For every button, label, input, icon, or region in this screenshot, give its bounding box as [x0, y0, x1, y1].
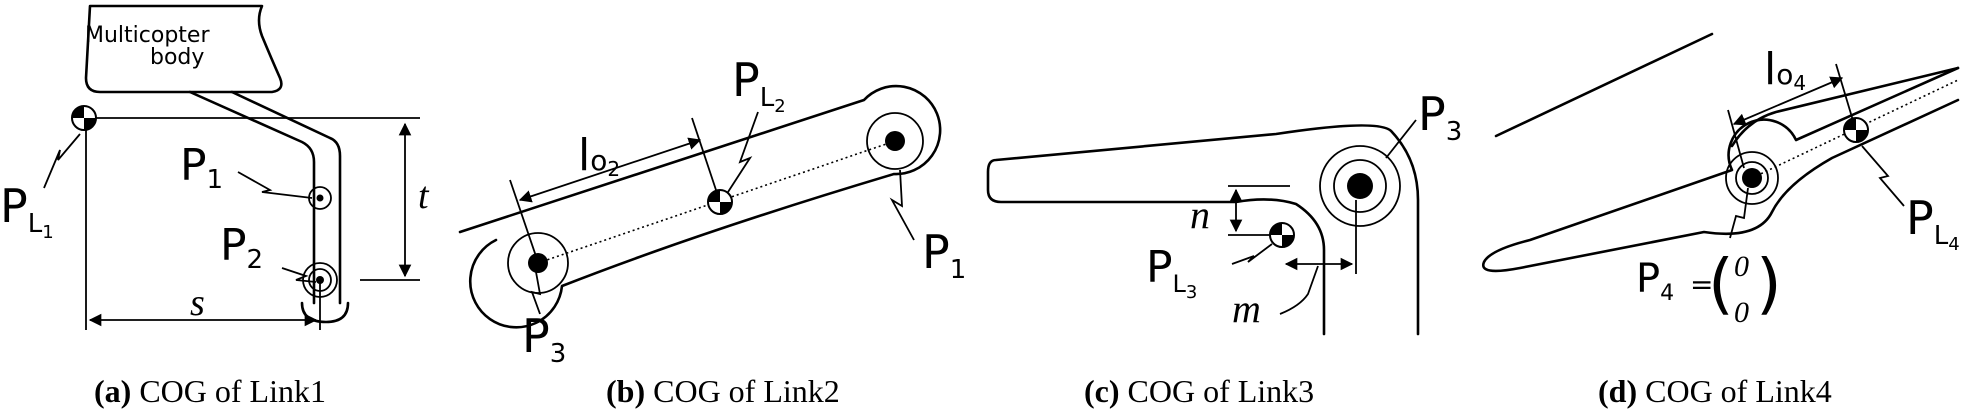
p2-leader [281, 267, 317, 283]
panel-b: lo2 PL2 P1 P3 (b) COG of Link2 [458, 53, 966, 409]
caption-b: (b) COG of Link2 [606, 373, 840, 409]
vector-open-paren: ( [1708, 245, 1734, 322]
link3-p3-ring-outer [1319, 145, 1401, 227]
panel-a: Multicopter body t s PL1 P1 [0, 4, 430, 409]
pl2-leader [727, 111, 759, 193]
dim-m-label: m [1232, 286, 1261, 331]
pl1-leader [43, 133, 81, 189]
panel-d: lo4 PL4 P4 = ( 0 0 ) (d) COG of Link4 [1481, 32, 1960, 409]
lo2-ext-2 [691, 117, 719, 197]
lo4-label: lo4 [1764, 44, 1806, 95]
pl1-label: PL1 [0, 179, 54, 243]
p1-label: P1 [180, 140, 223, 195]
p1-leader [237, 171, 313, 199]
p4-label: P4 [1636, 256, 1674, 306]
lo2-label: lo2 [578, 130, 620, 181]
link1-shape [188, 90, 342, 305]
dim-n-label: n [1190, 192, 1210, 237]
pl4-leader [1861, 145, 1905, 207]
lo4-ext-2 [1835, 63, 1855, 125]
link2-p3-leader [530, 271, 542, 315]
cog-pl1-icon [71, 105, 97, 131]
lo4-arrow [1732, 76, 1844, 126]
panel-c: P3 n m PL3 (c) COG of Link3 [986, 87, 1462, 409]
link2-p3-label: P3 [522, 309, 566, 369]
link1-end [300, 301, 350, 324]
pl3-leader [1231, 243, 1273, 265]
lo4-ext-1 [1727, 109, 1745, 169]
multicopter-body-shape [84, 4, 283, 94]
dim-m-leader [1279, 265, 1319, 315]
link3-p3-center [1347, 173, 1373, 199]
cog-pl4-icon [1843, 117, 1869, 143]
link2-p1-leader [889, 169, 915, 241]
link3-p3-leader [1385, 119, 1417, 159]
link4-p4-ring-inner [1735, 161, 1769, 195]
dim-s-label: s [190, 282, 205, 324]
link3-p3-ring-inner [1333, 159, 1387, 213]
link3-p3-label: P3 [1418, 87, 1462, 147]
body-label-line2: body [150, 45, 204, 70]
link3-shape [986, 124, 1420, 336]
p4-leader [1729, 187, 1749, 239]
pl2-label: PL2 [732, 53, 786, 117]
caption-c: (c) COG of Link3 [1084, 373, 1314, 409]
cog-pl2-icon [707, 189, 733, 215]
pl4-label: PL4 [1906, 191, 1960, 255]
p2-label: P2 [220, 220, 263, 275]
link4-centerline [1751, 79, 1959, 179]
p1-joint [308, 186, 332, 210]
vector-close-paren: ) [1756, 245, 1782, 322]
caption-a: (a) COG of Link1 [94, 373, 326, 409]
link2-p1-label: P1 [922, 225, 966, 285]
link4-p4-ring-outer [1725, 151, 1779, 205]
lo2-arrow [518, 137, 702, 203]
link2-p1-ring [866, 112, 924, 170]
dim-t-label: t [418, 175, 430, 217]
p4-equals: = [1690, 268, 1713, 301]
body-label-line1: Multicopter [85, 23, 210, 48]
cog-pl3-icon [1269, 222, 1295, 248]
link2-shape [458, 84, 942, 329]
vector-bottom: 0 [1734, 296, 1749, 329]
link4-shape [1481, 32, 1960, 273]
vector-top: 0 [1734, 250, 1749, 283]
pl3-label: PL3 [1146, 242, 1197, 303]
caption-d: (d) COG of Link4 [1598, 373, 1832, 409]
link2-p1-center [885, 131, 905, 151]
lo2-ext-1 [509, 179, 541, 269]
